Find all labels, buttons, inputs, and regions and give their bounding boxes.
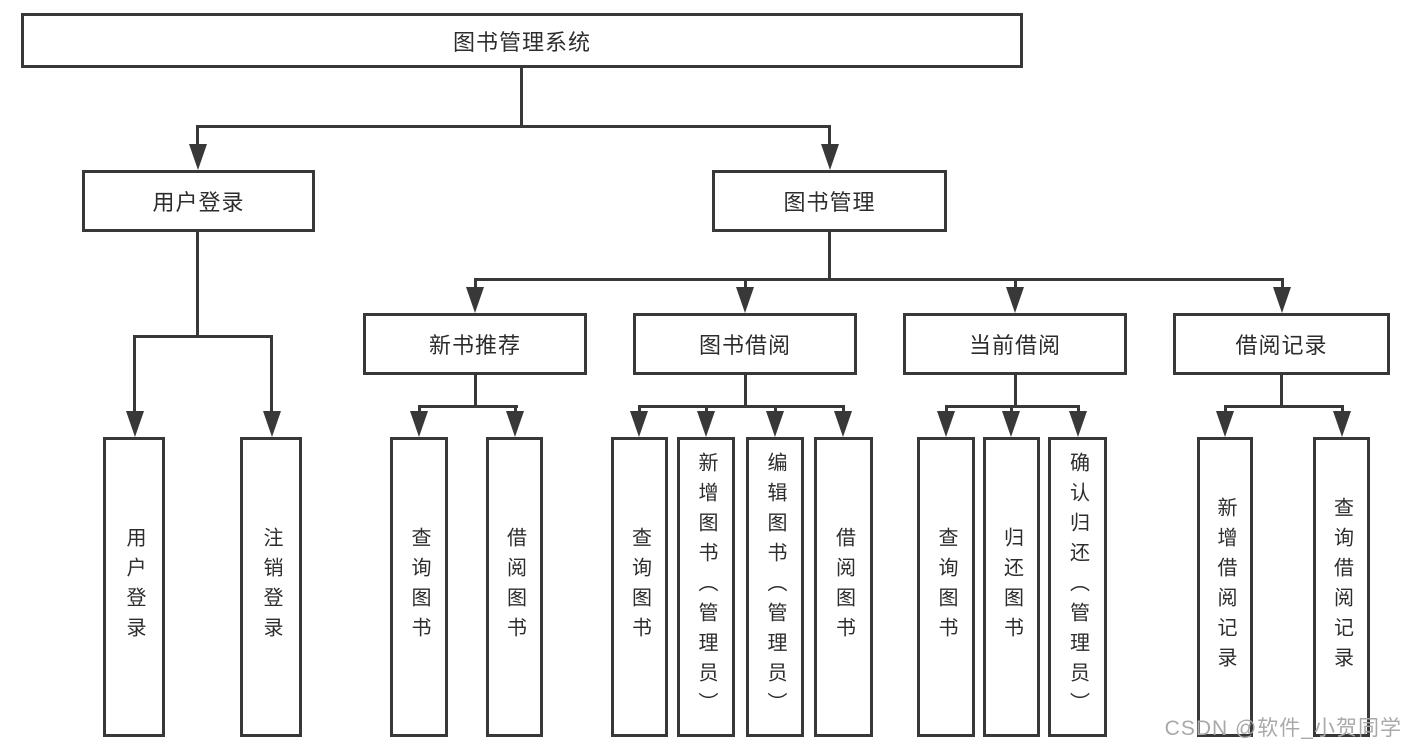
- leaf-query-book-2: 查询图书: [611, 437, 668, 737]
- leaf-label: 查询图书: [628, 527, 651, 647]
- connector-stem-login: [133, 335, 136, 411]
- arrowhead: [834, 411, 852, 437]
- connector-level1-branch: [196, 125, 831, 128]
- connector-stem: [1010, 405, 1013, 411]
- leaf-label: 归还图书: [1000, 527, 1023, 647]
- node-current-borrowing: 当前借阅: [903, 313, 1127, 375]
- leaf-add-book-admin: 新增图书（管理员）: [677, 437, 735, 737]
- arrowhead: [1216, 411, 1234, 437]
- leaf-label: 编辑图书（管理员）: [764, 452, 786, 722]
- node-label: 新书推荐: [428, 333, 521, 358]
- node-new-book-recommend: 新书推荐: [363, 313, 587, 375]
- leaf-query-borrow-record: 查询借阅记录: [1313, 437, 1370, 737]
- connector-book-mgmt-trunk: [828, 232, 831, 278]
- arrowhead: [506, 411, 524, 437]
- leaf-borrow-book-1: 借阅图书: [486, 437, 543, 737]
- connector-stem-logout: [270, 335, 273, 411]
- connector-book-borrow-trunk: [744, 375, 747, 405]
- connector-stem-borrow-record: [1281, 278, 1284, 287]
- arrowhead-book-borrow: [736, 287, 754, 313]
- arrowhead-new-book: [466, 287, 484, 313]
- arrowhead-login: [126, 411, 144, 437]
- connector-stem-book-management: [828, 125, 831, 146]
- node-user-login: 用户登录: [82, 170, 315, 232]
- leaf-label: 查询图书: [408, 527, 430, 647]
- connector-book-borrow-branch: [638, 405, 845, 408]
- arrowhead: [697, 411, 715, 437]
- node-borrowing-records: 借阅记录: [1173, 313, 1390, 375]
- leaf-label: 新增借阅记录: [1214, 497, 1236, 677]
- node-book-borrowing: 图书借阅: [633, 313, 857, 375]
- arrowhead-logout: [263, 411, 281, 437]
- leaf-label: 借阅图书: [832, 527, 855, 647]
- arrowhead-current-borrow: [1006, 287, 1024, 313]
- leaf-label: 用户登录: [123, 527, 145, 647]
- arrowhead-user-login: [189, 144, 207, 170]
- connector-borrow-record-branch: [1224, 405, 1344, 408]
- leaf-add-borrow-record: 新增借阅记录: [1197, 437, 1253, 737]
- connector-stem: [638, 405, 641, 411]
- connector-stem: [774, 405, 777, 411]
- leaf-return-book: 归还图书: [983, 437, 1040, 737]
- connector-stem: [1341, 405, 1344, 411]
- leaf-edit-book-admin: 编辑图书（管理员）: [746, 437, 804, 737]
- node-label: 当前借阅: [968, 333, 1061, 358]
- arrowhead: [1069, 411, 1087, 437]
- arrowhead-book-management: [821, 144, 839, 170]
- connector-new-book-branch: [418, 405, 518, 408]
- arrowhead: [1002, 411, 1020, 437]
- connector-level3-branch: [474, 278, 1284, 281]
- connector-current-borrow-trunk: [1014, 375, 1017, 405]
- connector-stem-book-borrow: [744, 278, 747, 287]
- connector-user-login-branch: [133, 335, 273, 338]
- connector-user-login-trunk: [196, 232, 199, 335]
- leaf-query-book-1: 查询图书: [390, 437, 448, 737]
- connector-stem-user-login: [196, 125, 199, 146]
- connector-stem-new-book: [474, 278, 477, 287]
- connector-stem: [1077, 405, 1080, 411]
- arrowhead: [766, 411, 784, 437]
- node-label: 图书管理: [783, 190, 876, 215]
- connector-stem: [514, 405, 517, 411]
- leaf-query-book-3: 查询图书: [917, 437, 975, 737]
- leaf-user-login: 用户登录: [103, 437, 165, 737]
- leaf-confirm-return-admin: 确认归还（管理员）: [1048, 437, 1107, 737]
- arrowhead: [630, 411, 648, 437]
- node-label: 图书借阅: [698, 333, 791, 358]
- arrowhead-borrow-record: [1273, 287, 1291, 313]
- connector-stem: [418, 405, 421, 411]
- node-book-management: 图书管理: [712, 170, 947, 232]
- node-label: 图书管理系统: [452, 29, 591, 55]
- connector-new-book-trunk: [474, 375, 477, 405]
- connector-borrow-record-trunk: [1280, 375, 1283, 405]
- connector-root-trunk: [520, 68, 523, 125]
- leaf-borrow-book-2: 借阅图书: [814, 437, 873, 737]
- connector-stem: [705, 405, 708, 411]
- node-label: 用户登录: [152, 190, 245, 215]
- leaf-logout: 注销登录: [240, 437, 302, 737]
- connector-stem: [1224, 405, 1227, 411]
- connector-stem-current-borrow: [1014, 278, 1017, 287]
- leaf-label: 新增图书（管理员）: [695, 452, 717, 722]
- arrowhead: [937, 411, 955, 437]
- connector-stem: [945, 405, 948, 411]
- arrowhead: [1333, 411, 1351, 437]
- leaf-label: 注销登录: [260, 527, 282, 647]
- connector-stem: [842, 405, 845, 411]
- leaf-label: 确认归还（管理员）: [1066, 452, 1089, 722]
- leaf-label: 查询借阅记录: [1330, 497, 1353, 677]
- leaf-label: 借阅图书: [503, 527, 526, 647]
- csdn-watermark: CSDN @软件_小贺同学: [1164, 717, 1402, 740]
- leaf-label: 查询图书: [935, 527, 957, 647]
- node-label: 借阅记录: [1235, 333, 1328, 358]
- arrowhead: [410, 411, 428, 437]
- node-library-management-system: 图书管理系统: [21, 13, 1023, 68]
